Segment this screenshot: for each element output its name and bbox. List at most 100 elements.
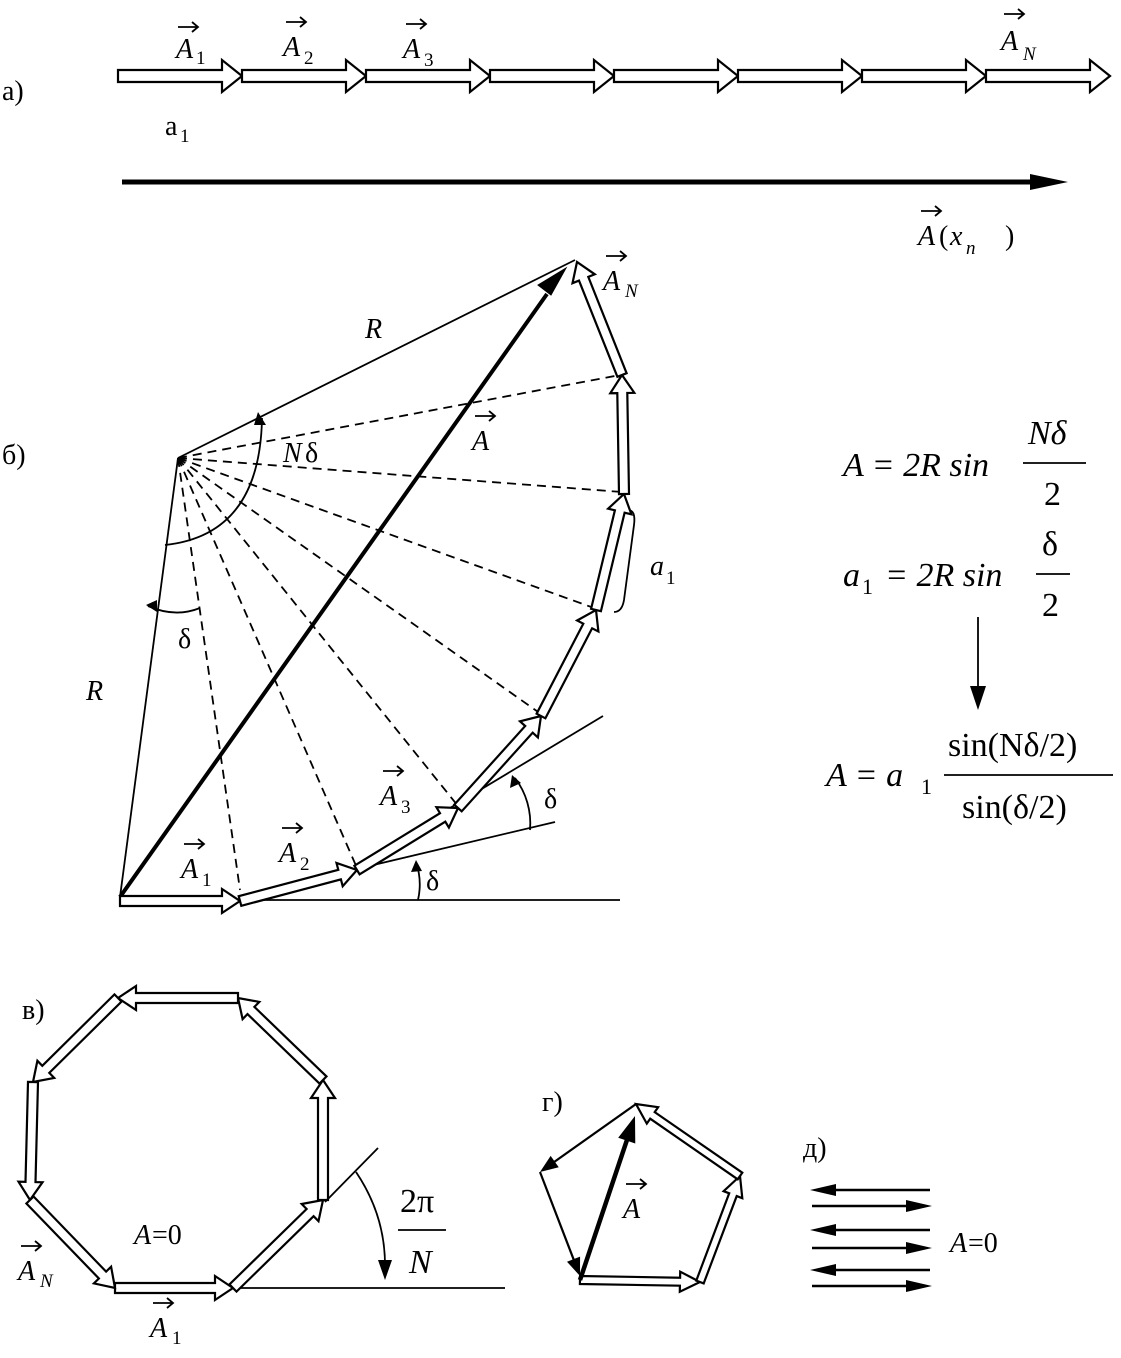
solid-arrow [812,1200,932,1212]
formulas: A = 2R sin Nδ 2 a 1 = 2R sin δ 2 A = a 1… [824,415,1113,826]
phasor-arrow [113,1273,235,1303]
angle-arc-delta-mid [514,777,532,831]
svg-text:N: N [39,1271,54,1292]
svg-text:A: A [601,266,621,297]
label-A-resultant: A [470,410,497,457]
arc-arrowhead [254,412,266,425]
dashed-radii [177,374,623,891]
label-A-xn: A ( x n ) [916,205,1014,259]
svg-text:A: A [277,838,297,869]
label-R-top: R [364,314,382,345]
arc-arrowhead [510,775,521,788]
panel-g: г) A [538,1087,744,1294]
panel-a: а) A 1 A 2 A 3 A N a 1 [2,8,1112,259]
svg-text:1: 1 [172,1328,182,1349]
panel-d: д) A =0 [803,1133,998,1292]
vector-mark [153,1297,175,1309]
svg-text:A: A [378,781,398,812]
svg-text:): ) [1005,221,1014,252]
phasor-pentagon [538,1102,744,1294]
svg-text:N: N [282,438,303,469]
svg-text:N: N [408,1244,434,1281]
dashed-radius [177,457,241,891]
vector-mark [475,410,497,422]
svg-text:2π: 2π [400,1183,434,1220]
label-A3-b: A 3 [378,765,411,818]
phasor-arrow [240,57,368,95]
angle-arc-Ndelta [164,417,263,546]
svg-text:A: A [470,426,490,457]
dashed-radius [177,457,358,869]
phasor-arrow [570,260,629,379]
solid-arrow [540,1103,637,1172]
svg-text:2: 2 [304,48,314,69]
label-AN-b: A N [601,250,639,302]
phasor-arrow [236,996,329,1086]
svg-text:a: a [165,111,178,142]
svg-text:A: A [281,32,301,63]
phasor-arrow [452,714,543,813]
svg-text:A = 2R sin: A = 2R sin [841,447,989,484]
svg-text:Nδ: Nδ [1027,415,1068,452]
panel-b: б) R R N δ δ δ δ [2,250,676,916]
phasor-arrow [578,1269,703,1294]
vector-mark [1004,8,1026,20]
svg-text:a: a [650,551,664,582]
vector-mark [178,21,200,33]
svg-text:A: A [132,1220,152,1251]
label-AN-top: A N [999,8,1037,65]
radius-end [177,259,576,459]
phasor-arrow [860,57,988,95]
svg-text:sin(Nδ/2): sin(Nδ/2) [948,727,1077,764]
phasor-octagon [16,983,338,1303]
vector-mark [286,16,308,28]
phasor-arrow [31,992,124,1084]
panel-label-d: д) [803,1133,827,1164]
svg-text:3: 3 [401,797,411,818]
a1-bracket [613,509,636,613]
svg-text:x: x [949,221,963,252]
svg-text:1: 1 [862,574,873,599]
label-delta-center: δ [178,624,191,655]
svg-text:A: A [999,26,1019,57]
phasor-row-a [116,57,1112,95]
arc-arrowhead [378,1260,392,1280]
dashed-radius [177,374,621,459]
formula-3: A = a 1 sin(Nδ/2) sin(δ/2) [824,727,1113,826]
svg-text:A: A [621,1194,641,1225]
svg-text:1: 1 [196,48,206,69]
svg-text:(: ( [939,221,948,252]
phasor-arrow [608,373,637,496]
arc-arrowhead [411,860,422,872]
radius-start [119,457,179,898]
svg-text:A = a: A = a [824,757,903,794]
svg-text:n: n [966,238,976,259]
label-A3-top: A 3 [401,18,434,71]
formula-2: a 1 = 2R sin δ 2 [843,526,1070,624]
svg-text:sin(δ/2): sin(δ/2) [962,789,1067,826]
phasor-arrow [612,57,740,95]
phasor-arrow [589,492,634,613]
svg-text:δ: δ [305,438,318,469]
solid-arrow [538,1171,581,1276]
svg-text:A: A [401,34,421,65]
phasor-arrow [16,1080,45,1202]
label-a1-bracket: a 1 [650,551,676,589]
solid-arrow [810,1264,930,1276]
solid-arrow [810,1224,930,1236]
phasor-arrow [736,57,864,95]
svg-text:1: 1 [180,126,190,147]
panel-label-b: б) [2,440,26,471]
phasor-arrow [227,1198,325,1294]
svg-text:A: A [179,854,199,885]
phasor-arrow [116,983,240,1013]
svg-text:1: 1 [202,870,212,891]
label-A2-top: A 2 [281,16,314,69]
opposing-arrows [810,1184,932,1292]
vector-mark [626,1178,648,1190]
extension-line [324,1147,379,1203]
vector-mark [406,18,428,30]
panel-label-v: в) [22,995,45,1026]
angle-arc-2pi-N [355,1171,386,1266]
svg-text:2: 2 [1042,587,1059,624]
